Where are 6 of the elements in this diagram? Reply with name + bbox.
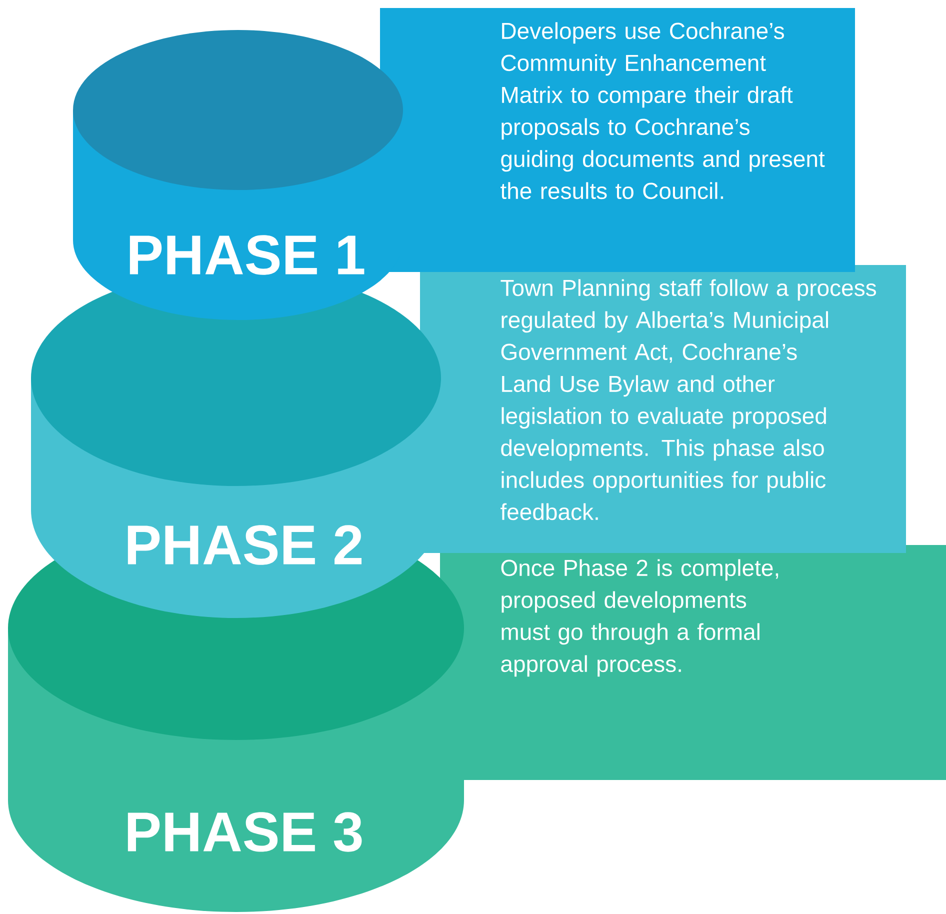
node-label: PHASE 3 [128, 812, 362, 852]
text-band: Town Planning staff follow a process regulated by Alberta’s Municipal Government Act, Cochrane’s Land Use Bylaw and other legislation to evaluate proposed developments. This phase also includes opportunities for public feedback. [420, 265, 906, 553]
node-label: PHASE 2 [128, 525, 362, 565]
cylinder: PHASE 1 [73, 30, 403, 320]
text-band: Developers use Cochrane’s Community Enhancement Matrix to compare their draft proposals to Cochrane’s guiding documents and present the results to Council. [380, 8, 855, 272]
text-band: Once Phase 2 is complete, proposed developments must go through a formal approval process. [440, 545, 946, 780]
